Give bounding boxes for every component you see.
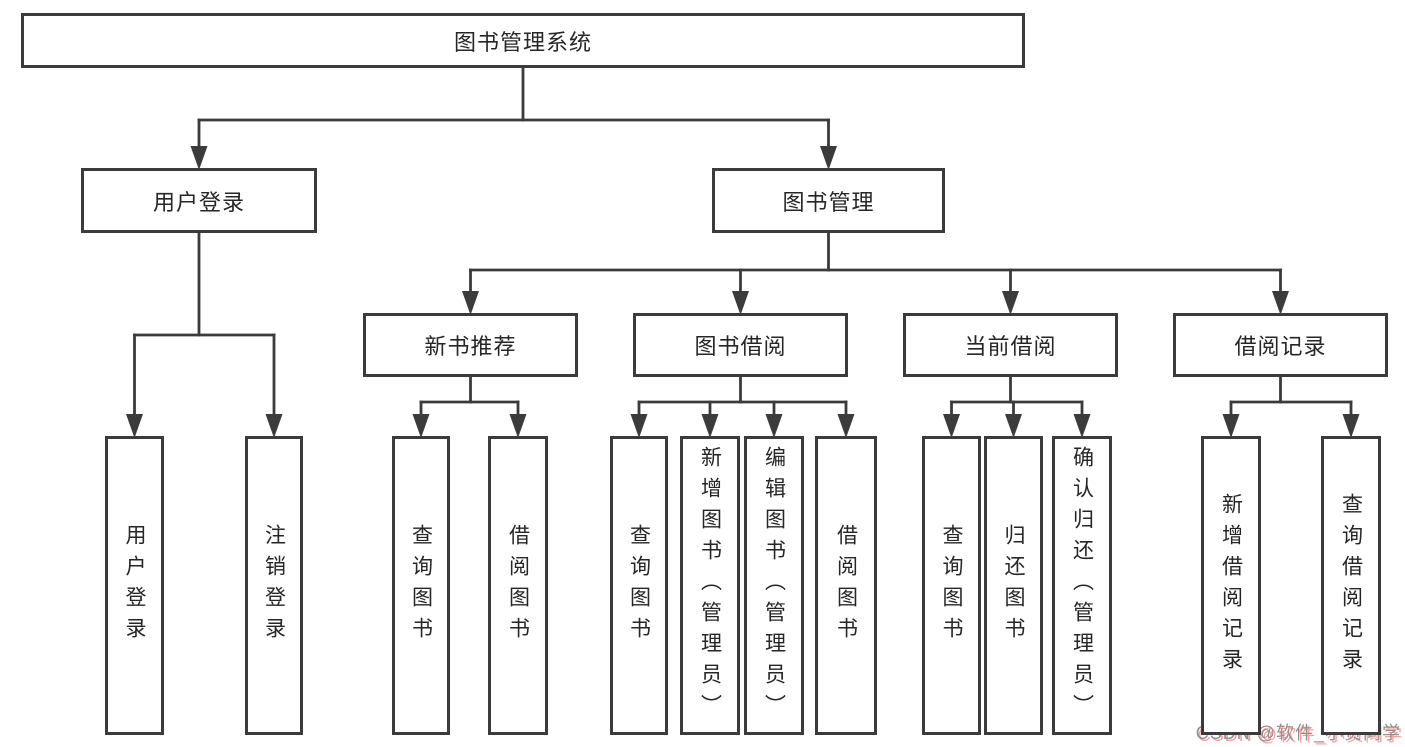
node-bb-query-book: 查询图书 bbox=[610, 436, 668, 735]
node-label: 查询图书 bbox=[409, 523, 433, 648]
node-label: 用户登录 bbox=[152, 189, 245, 215]
arrowhead-down-icon bbox=[1005, 414, 1022, 438]
node-cb-confirm-return: 确认归还（管理员） bbox=[1052, 436, 1112, 735]
arrowhead-down-icon bbox=[765, 414, 783, 438]
node-label: 用户登录 bbox=[123, 523, 146, 648]
node-label: 查询图书 bbox=[940, 523, 963, 648]
node-rec-borrow-book: 借阅图书 bbox=[488, 436, 548, 735]
node-br-add-record: 新增借阅记录 bbox=[1201, 436, 1261, 735]
node-label: 图书借阅 bbox=[694, 334, 787, 359]
node-label: 编辑图书（管理员） bbox=[762, 446, 786, 725]
arrowhead-down-icon bbox=[1272, 291, 1289, 315]
node-cb-query-book: 查询图书 bbox=[922, 436, 981, 735]
node-book-borrow: 图书借阅 bbox=[633, 313, 848, 377]
arrowhead-down-icon bbox=[190, 146, 208, 170]
arrowhead-down-icon bbox=[943, 414, 960, 438]
node-bb-borrow-book: 借阅图书 bbox=[815, 436, 877, 735]
arrowhead-down-icon bbox=[630, 414, 648, 438]
arrowhead-down-icon bbox=[265, 414, 283, 438]
node-bb-add-book: 新增图书（管理员） bbox=[680, 436, 740, 735]
arrowhead-down-icon bbox=[732, 291, 749, 315]
node-label: 借阅图书 bbox=[834, 523, 858, 648]
node-root: 图书管理系统 bbox=[21, 13, 1025, 68]
node-login: 用户登录 bbox=[105, 436, 164, 735]
node-label: 查询借阅记录 bbox=[1339, 492, 1363, 679]
node-label: 确认归还（管理员） bbox=[1070, 446, 1094, 725]
arrowhead-down-icon bbox=[701, 414, 719, 438]
arrowhead-down-icon bbox=[1002, 291, 1019, 315]
node-br-query-record: 查询借阅记录 bbox=[1321, 436, 1381, 735]
arrowhead-down-icon bbox=[1342, 414, 1360, 438]
node-new-book-rec: 新书推荐 bbox=[363, 313, 578, 377]
node-logout: 注销登录 bbox=[245, 436, 303, 735]
node-cb-return-book: 归还图书 bbox=[984, 436, 1043, 735]
node-label: 新增借阅记录 bbox=[1219, 492, 1243, 679]
arrowhead-down-icon bbox=[412, 414, 430, 438]
node-label: 新书推荐 bbox=[424, 334, 517, 359]
node-book-mgmt: 图书管理 bbox=[712, 168, 945, 233]
node-label: 归还图书 bbox=[1002, 523, 1025, 648]
node-borrow-records: 借阅记录 bbox=[1173, 313, 1388, 377]
arrowhead-down-icon bbox=[126, 414, 143, 438]
arrowhead-down-icon bbox=[837, 414, 855, 438]
arrowhead-down-icon bbox=[1073, 414, 1091, 438]
node-label: 借阅记录 bbox=[1234, 334, 1327, 359]
node-label: 当前借阅 bbox=[964, 334, 1057, 359]
node-label: 注销登录 bbox=[262, 523, 286, 648]
node-rec-query-book: 查询图书 bbox=[392, 436, 450, 735]
node-label: 图书管理 bbox=[782, 189, 875, 215]
node-user-login: 用户登录 bbox=[81, 168, 317, 233]
node-label: 查询图书 bbox=[627, 523, 651, 648]
arrowhead-down-icon bbox=[509, 414, 527, 438]
node-label: 图书管理系统 bbox=[453, 29, 592, 55]
node-label: 新增图书（管理员） bbox=[698, 446, 722, 725]
node-bb-edit-book: 编辑图书（管理员） bbox=[744, 436, 804, 735]
node-current-borrow: 当前借阅 bbox=[903, 313, 1118, 377]
arrowhead-down-icon bbox=[1222, 414, 1240, 438]
node-label: 借阅图书 bbox=[506, 523, 530, 648]
arrowhead-down-icon bbox=[820, 146, 837, 170]
arrowhead-down-icon bbox=[462, 291, 479, 315]
